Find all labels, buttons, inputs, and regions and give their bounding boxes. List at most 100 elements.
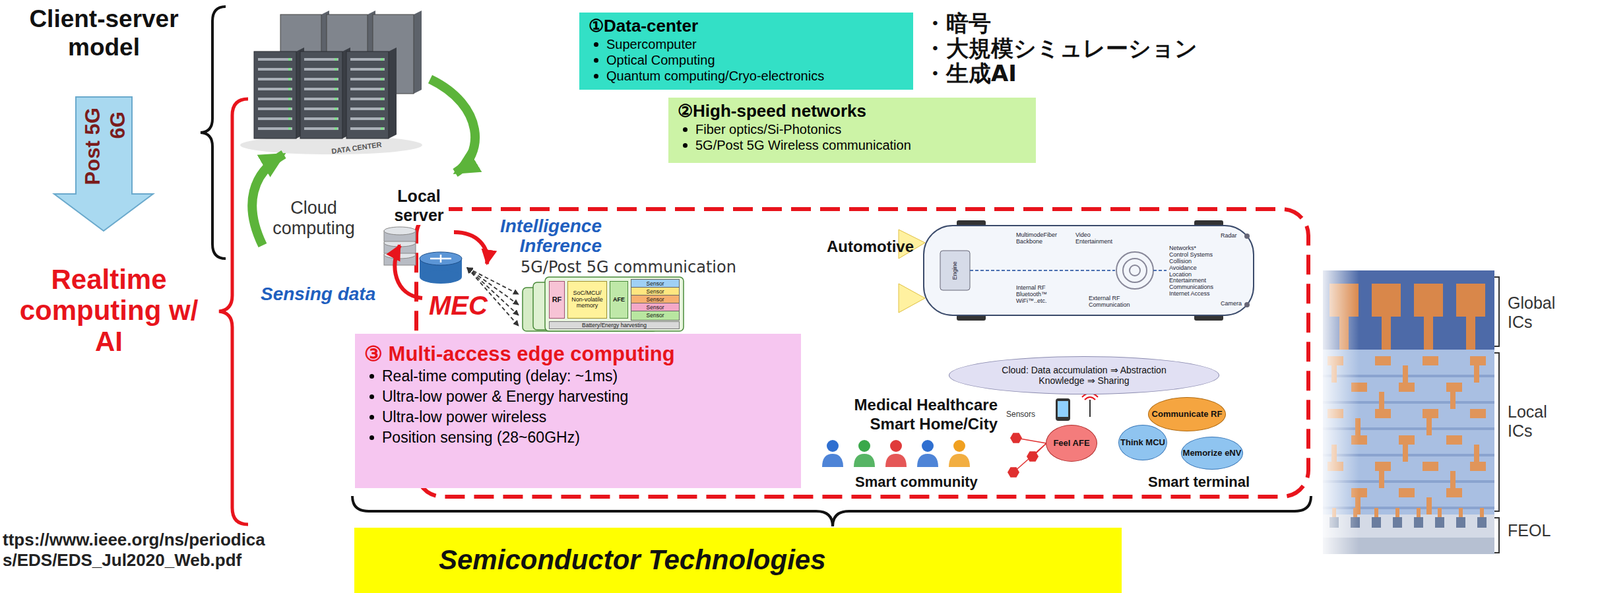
people-illustration — [948, 453, 970, 468]
cycle-arrow — [394, 245, 423, 299]
router-icon — [430, 254, 452, 263]
bullet-text: Position sensing (28~60GHz) — [382, 427, 580, 448]
node-text: Sensor — [646, 296, 665, 303]
use-case: ・暗号 — [923, 11, 992, 36]
chip-cross-section — [1470, 461, 1486, 472]
people-illustration — [921, 440, 934, 452]
car-illustration — [1116, 252, 1154, 289]
server-racks — [304, 107, 339, 111]
chip-cross-section — [1435, 517, 1445, 528]
server-racks — [388, 47, 397, 139]
chip-cross-section — [1392, 517, 1403, 528]
generation-label: 6G — [105, 111, 130, 139]
car-illustration — [940, 250, 970, 291]
server-racks — [240, 10, 423, 155]
chip-cross-section — [1458, 508, 1463, 518]
people-illustration — [826, 440, 839, 452]
function-bubble: Think MCU — [1118, 424, 1168, 461]
terminal-illustration — [1013, 443, 1047, 473]
part-label: Networks* Control Systems Collision Avoi… — [1169, 245, 1217, 298]
chip-cross-section — [1375, 461, 1391, 472]
bullet-row: Supercomputer — [588, 36, 904, 53]
use-case: ・生成AI — [923, 61, 1017, 86]
node-text: Semiconductor Technologies — [438, 544, 827, 576]
layer-label: FEOL — [1507, 521, 1551, 541]
bullet-row: Ultra-low power wireless — [364, 407, 792, 428]
info-box: ①Data-centerSupercomputerOptical Computi… — [579, 12, 914, 90]
layer-bracket — [1494, 517, 1500, 553]
generation-label: Post 5G — [80, 107, 105, 185]
node-text: Cloud: Data accumulation ⇒ Abstraction K… — [981, 364, 1187, 386]
chip-cross-section — [1456, 283, 1486, 317]
node-heading: ①Data-center — [588, 15, 904, 37]
chip-cross-section — [1437, 508, 1442, 518]
down-arrow — [54, 96, 154, 231]
server-racks — [380, 67, 384, 71]
node-text: RF — [552, 295, 563, 304]
bullet-text: Fiber optics/Si-Photonics — [695, 121, 842, 138]
chip-cross-section — [1456, 517, 1466, 528]
bullet-row: Position sensing (28~60GHz) — [364, 427, 792, 448]
node-heading: ③ Multi-access edge computing — [364, 341, 792, 367]
bullet-dot — [593, 58, 599, 63]
car-illustration — [1244, 233, 1250, 239]
server-racks — [304, 87, 339, 91]
layer-bracket — [1494, 277, 1500, 347]
people-illustration — [885, 453, 907, 468]
bullet-text: 5G/Post 5G Wireless communication — [695, 137, 912, 154]
chip-cross-section — [1446, 488, 1463, 498]
model-label: Realtime computing w/ AI — [9, 263, 208, 357]
device-card — [522, 277, 684, 332]
chip-cross-section — [1319, 267, 1360, 558]
server-racks — [257, 77, 293, 81]
chip-cross-section — [1402, 365, 1408, 383]
people-illustration — [822, 453, 844, 468]
chip-cross-section — [1375, 409, 1391, 419]
server-racks — [257, 87, 293, 91]
flow-label: Cloud computing — [269, 197, 359, 239]
node-text: Sensor — [646, 304, 665, 311]
chip-block: SoC/MCU/ Non-volatile memory — [567, 281, 608, 319]
flow-label: Intelligence Inference — [469, 216, 602, 256]
server-racks — [288, 127, 291, 130]
server-racks — [257, 117, 293, 121]
chip-cross-section — [1477, 517, 1487, 528]
server-racks — [300, 51, 343, 139]
server-racks — [304, 97, 339, 101]
chip-cross-section — [1413, 283, 1443, 317]
function-bubble: Memorize eNV — [1181, 436, 1244, 470]
chip-cross-section — [1416, 508, 1421, 518]
cycle-arrow — [453, 232, 488, 264]
router-icon — [419, 252, 462, 266]
technology-bar: Semiconductor Technologies — [354, 527, 1122, 593]
bullet-dot — [369, 394, 375, 400]
router-icon — [419, 270, 462, 284]
people-illustration — [953, 440, 966, 452]
part-label: Video Entertainment — [1075, 232, 1122, 246]
application-label: Smart community — [855, 473, 978, 491]
chip-cross-section — [1422, 409, 1439, 419]
part-label: MultimodeFiber Backbone — [1016, 232, 1066, 246]
chip-cross-section — [1470, 409, 1486, 419]
node-text: SoC/MCU/ Non-volatile memory — [568, 290, 606, 311]
people-illustration — [890, 440, 902, 452]
cycle-arrow — [430, 79, 476, 173]
server-racks — [288, 107, 291, 111]
server-racks — [350, 67, 385, 71]
bullet-text: Quantum computing/Cryo-electronics — [606, 67, 825, 84]
server-racks — [350, 97, 385, 101]
car-illustration — [1129, 265, 1141, 276]
layer-bracket — [1494, 352, 1500, 512]
server-racks — [304, 67, 339, 71]
battery-bar: Battery/Energy harvesting — [548, 321, 680, 330]
bullet-row: Fiber optics/Si-Photonics — [677, 121, 1027, 138]
terminal-illustration — [1007, 393, 1098, 478]
chip-cross-section — [1371, 283, 1401, 317]
chip-block: RF — [548, 281, 565, 319]
chip-cross-section — [1473, 365, 1480, 383]
car-illustration — [898, 283, 926, 313]
server-racks — [350, 58, 385, 61]
terminal-illustration — [1026, 451, 1039, 462]
layer-bracket — [1494, 277, 1500, 553]
